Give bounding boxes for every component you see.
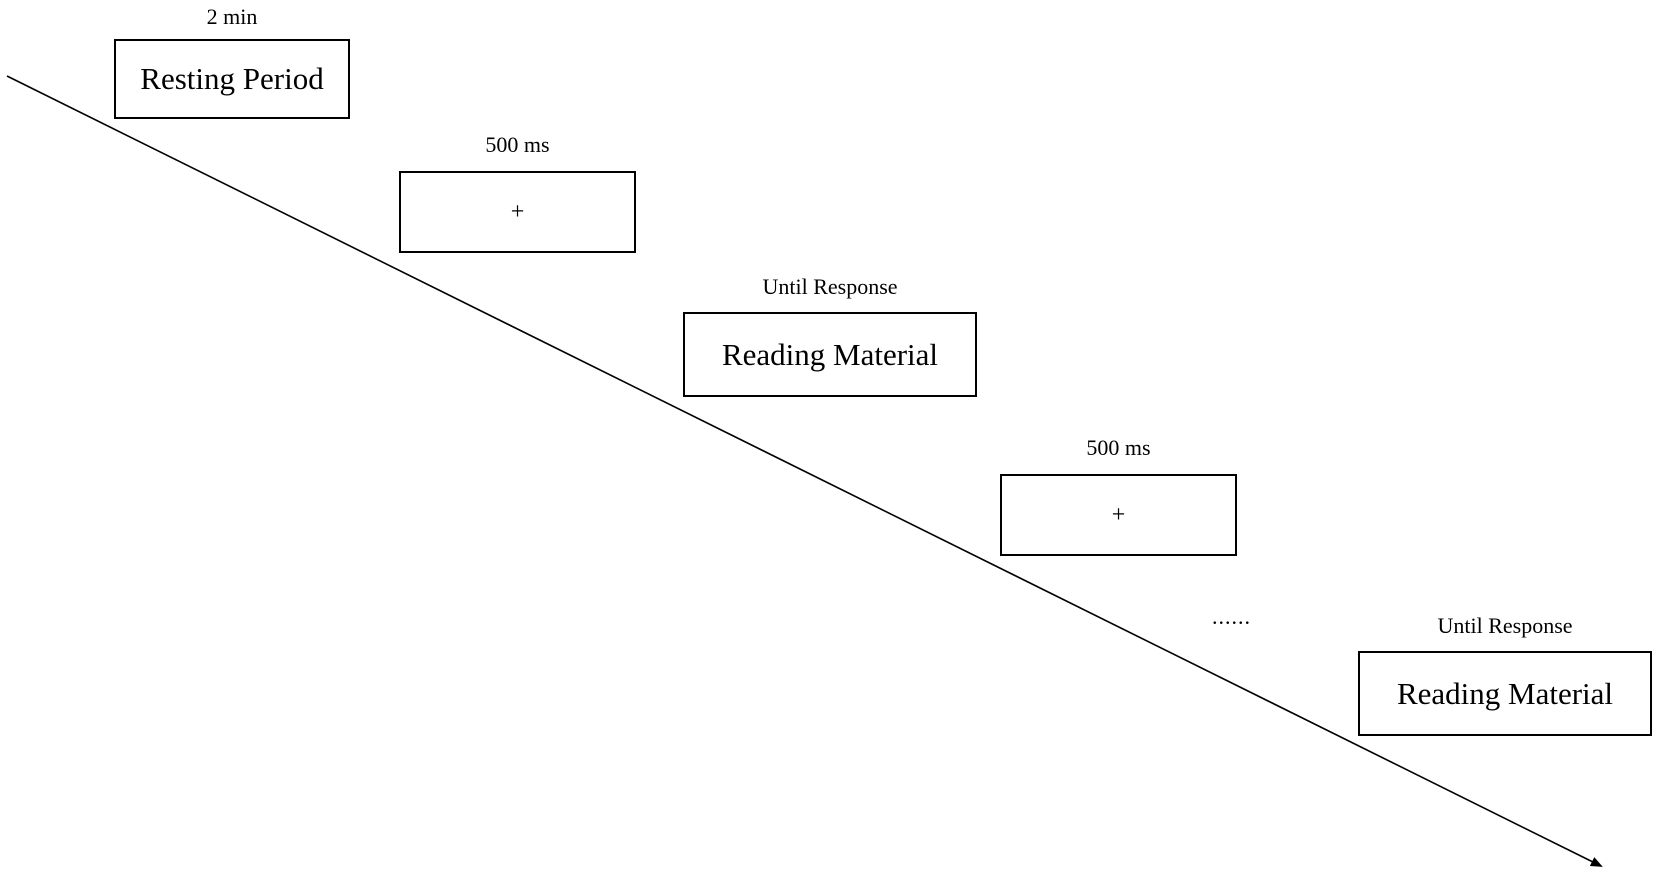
stage-3-duration: Until Response (762, 274, 898, 299)
stage-3-box: Reading Material (683, 312, 977, 397)
continuation-ellipsis: ...... (1212, 604, 1251, 629)
stage-5-box: Reading Material (1358, 651, 1652, 736)
stage-4-duration: 500 ms (1086, 435, 1151, 460)
stage-1-duration: 2 min (206, 4, 258, 29)
stage-5-duration: Until Response (1437, 613, 1573, 638)
stage-2-box: + (399, 171, 636, 253)
stage-3-content: Reading Material (721, 336, 939, 372)
stage-2-duration: 500 ms (485, 132, 550, 157)
stage-1-box: Resting Period (114, 39, 350, 119)
fixation-cross: + (510, 198, 525, 225)
stage-1-content: Resting Period (140, 61, 324, 96)
timeline-line (6, 75, 1603, 867)
fixation-cross: + (1111, 501, 1126, 528)
stage-5-content: Reading Material (1396, 675, 1614, 711)
stage-4-box: + (1000, 474, 1237, 556)
